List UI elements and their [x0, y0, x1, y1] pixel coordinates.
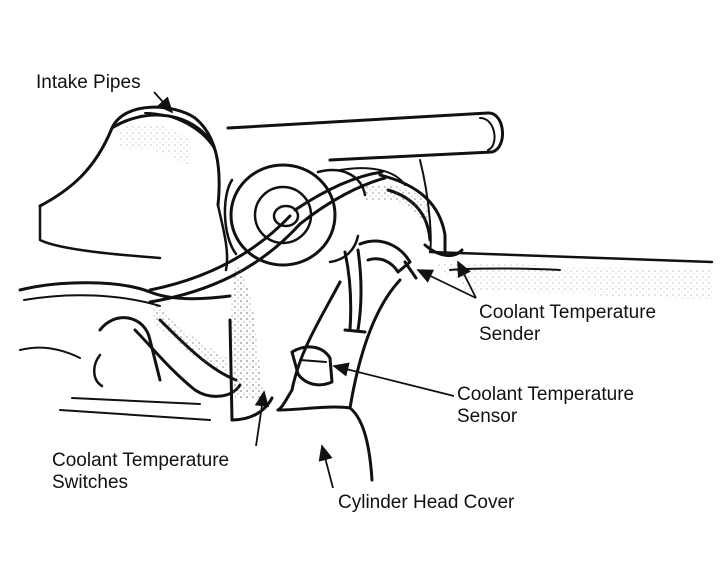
leader-sensor — [332, 362, 455, 397]
label-coolant-temperature-sensor: Coolant Temperature Sensor — [457, 384, 634, 428]
leader-switches — [254, 390, 270, 447]
cylinder-head-cover — [276, 278, 402, 482]
label-sensor-line-2: Sensor — [457, 406, 518, 427]
label-coolant-temperature-sender: Coolant Temperature Sender — [479, 302, 656, 346]
label-sender-line-1: Coolant Temperature — [479, 302, 657, 323]
coolant-hoses — [148, 167, 464, 304]
sender-bracket — [343, 239, 418, 334]
engine-block-right — [419, 159, 714, 271]
round-component — [223, 163, 367, 267]
leader-sender-b — [457, 260, 477, 299]
leader-lines — [153, 91, 477, 489]
label-cylinder-head-cover-text: Cylinder Head Cover — [338, 492, 515, 513]
label-sensor-line-1: Coolant Temperature — [457, 384, 635, 405]
label-switches-line-1: Coolant Temperature — [52, 450, 230, 471]
intake-pipes — [18, 105, 232, 307]
label-switches-line-2: Switches — [52, 472, 129, 493]
leader-cylinder-cover — [318, 444, 334, 489]
coolant-sensor-part — [290, 345, 334, 387]
label-intake-pipes-text: Intake Pipes — [36, 72, 141, 93]
leader-intake-pipes — [153, 91, 174, 114]
label-coolant-temperature-switches: Coolant Temperature Switches — [52, 450, 229, 494]
upper-tube — [226, 111, 505, 162]
label-intake-pipes: Intake Pipes — [36, 72, 141, 94]
lower-engine-parts — [19, 316, 274, 422]
stipple-shading — [118, 124, 712, 400]
label-sender-line-2: Sender — [479, 324, 541, 345]
label-cylinder-head-cover: Cylinder Head Cover — [338, 492, 514, 514]
leader-sender-a — [416, 269, 477, 299]
